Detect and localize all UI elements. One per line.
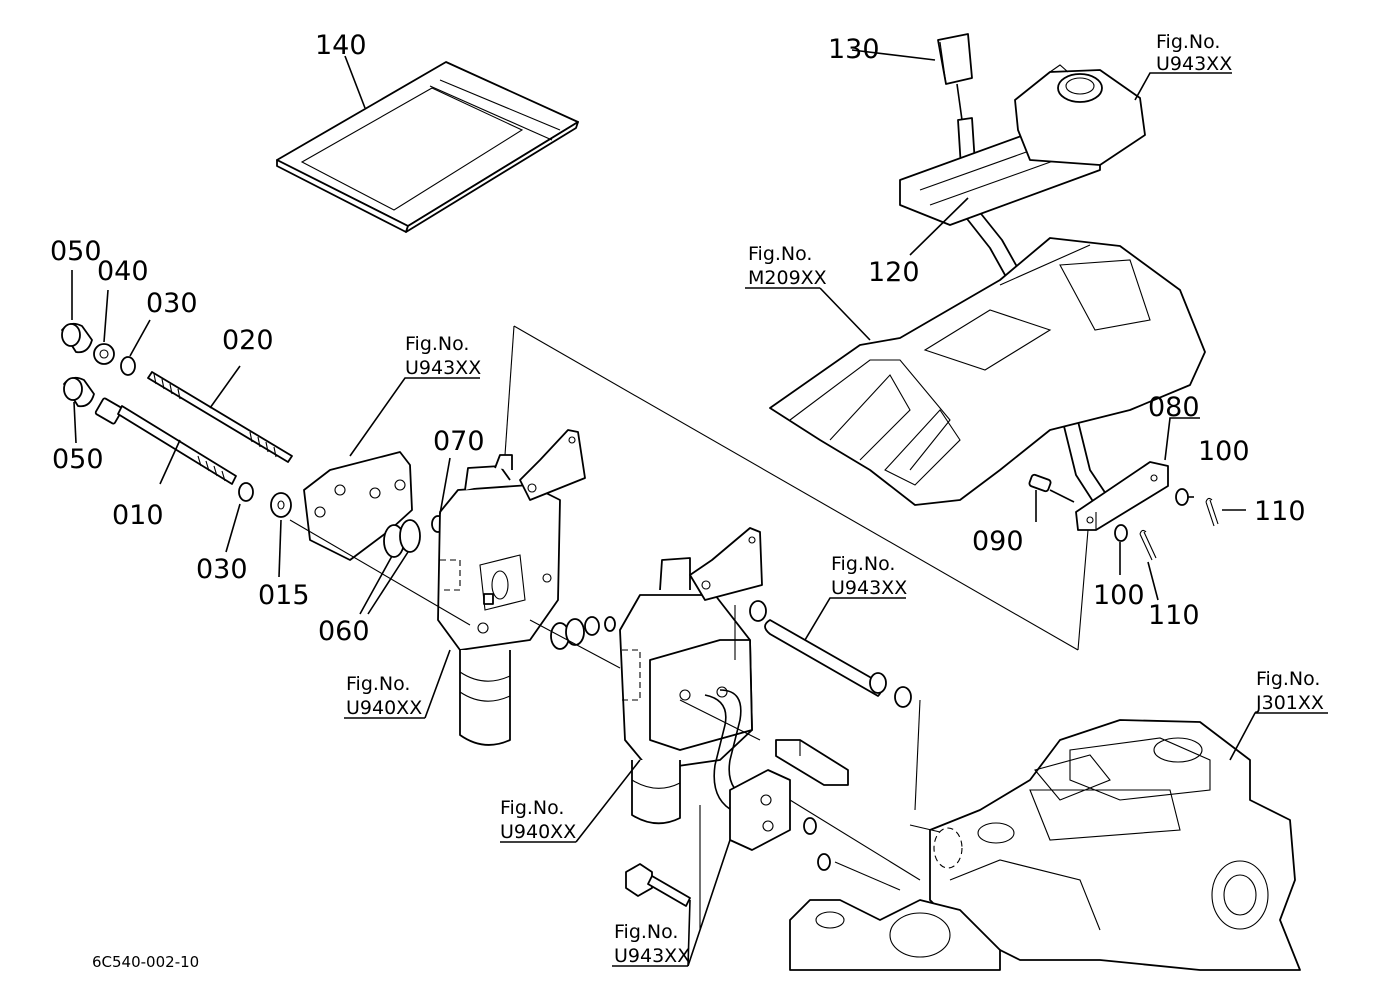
fig-ref-title: Fig.No. bbox=[1156, 31, 1220, 53]
assembly-reference-lines bbox=[289, 325, 1089, 930]
label-140: 140 bbox=[315, 30, 367, 61]
valve-spool-cylinder-1 bbox=[459, 650, 511, 746]
fig-ref-code: J301XX bbox=[1255, 692, 1324, 714]
fig-ref-code: U943XX bbox=[831, 577, 907, 599]
label-120: 120 bbox=[868, 257, 920, 288]
fig-ref-u943xx-bottom: Fig.No. U943XX bbox=[614, 921, 690, 967]
nut-part-040 bbox=[93, 343, 115, 365]
split-pin-part-110-lower bbox=[1139, 529, 1157, 561]
leader-lines bbox=[71, 49, 1328, 967]
fig-ref-m209xx: Fig.No. M209XX bbox=[748, 243, 827, 289]
fig-ref-j301xx: Fig.No. J301XX bbox=[1255, 668, 1324, 714]
fig-ref-title: Fig.No. bbox=[1256, 668, 1320, 690]
label-060: 060 bbox=[318, 616, 370, 647]
fig-ref-u943xx-pipe: Fig.No. U943XX bbox=[831, 553, 907, 599]
transmission-housing bbox=[929, 719, 1301, 971]
fig-ref-title: Fig.No. bbox=[405, 333, 469, 355]
control-valve-block-2 bbox=[619, 527, 763, 771]
label-070: 070 bbox=[433, 426, 485, 457]
label-110-upper: 110 bbox=[1254, 496, 1306, 527]
adapter-block bbox=[729, 769, 831, 871]
fig-ref-title: Fig.No. bbox=[346, 673, 410, 695]
label-010: 010 bbox=[112, 500, 164, 531]
label-030-upper: 030 bbox=[146, 288, 198, 319]
fig-ref-u943xx-top: Fig.No. U943XX bbox=[1156, 31, 1232, 75]
label-040: 040 bbox=[97, 256, 149, 287]
fig-ref-code: U943XX bbox=[614, 945, 690, 967]
valve-spool-cylinder-2 bbox=[631, 760, 681, 825]
fig-ref-title: Fig.No. bbox=[748, 243, 812, 265]
fig-ref-code: M209XX bbox=[748, 267, 827, 289]
label-090: 090 bbox=[972, 526, 1024, 557]
split-pin-part-110-upper bbox=[1205, 497, 1219, 527]
fig-ref-code: U943XX bbox=[405, 357, 481, 379]
fig-ref-u940xx-1: Fig.No. U940XX bbox=[346, 673, 422, 719]
label-050-upper: 050 bbox=[50, 236, 102, 267]
cap-nut-part-050-upper bbox=[61, 322, 93, 354]
pin-part-090 bbox=[1028, 473, 1075, 503]
label-050-lower: 050 bbox=[52, 444, 104, 475]
label-130: 130 bbox=[828, 34, 880, 65]
connector-fitting bbox=[775, 739, 849, 786]
hex-bolt-fitting bbox=[625, 863, 691, 907]
cap-nut-part-050-lower bbox=[63, 376, 95, 408]
label-015: 015 bbox=[258, 580, 310, 611]
fig-ref-code: U940XX bbox=[500, 821, 576, 843]
lower-housing bbox=[789, 899, 1001, 971]
washer-part-100-upper bbox=[1175, 488, 1189, 506]
washer-part-100-lower bbox=[1114, 524, 1128, 542]
drawing-code: 6C540-002-10 bbox=[92, 953, 199, 971]
fig-ref-title: Fig.No. bbox=[831, 553, 895, 575]
washer-part-030-upper bbox=[120, 356, 136, 376]
label-110-lower: 110 bbox=[1148, 600, 1200, 631]
label-100-lower: 100 bbox=[1093, 580, 1145, 611]
label-030-lower: 030 bbox=[196, 554, 248, 585]
fig-ref-title: Fig.No. bbox=[614, 921, 678, 943]
control-valve-block-1 bbox=[437, 429, 586, 651]
fig-ref-title: Fig.No. bbox=[500, 797, 564, 819]
label-020: 020 bbox=[222, 325, 274, 356]
tractor-body-cover bbox=[769, 237, 1206, 506]
lever-guide-plate bbox=[899, 64, 1146, 226]
o-rings-part-060 bbox=[383, 519, 421, 558]
label-100-upper: 100 bbox=[1198, 436, 1250, 467]
label-080: 080 bbox=[1148, 392, 1200, 423]
fig-ref-u940xx-2: Fig.No. U940XX bbox=[500, 797, 576, 843]
lever-knob-part-130 bbox=[937, 33, 973, 85]
stud-bolt-part-020 bbox=[147, 371, 293, 463]
hydraulic-pipe bbox=[749, 600, 912, 708]
seal-rings-between-valves bbox=[550, 616, 616, 650]
fig-ref-u943xx-plate: Fig.No. U943XX bbox=[405, 333, 481, 379]
washer-part-030-lower bbox=[238, 482, 254, 502]
manual-booklet-part-140 bbox=[276, 61, 579, 233]
fig-ref-code: U943XX bbox=[1156, 53, 1232, 75]
fig-ref-code: U940XX bbox=[346, 697, 422, 719]
lever-bracket-part-080 bbox=[1075, 461, 1169, 531]
washer-part-015 bbox=[270, 492, 292, 518]
